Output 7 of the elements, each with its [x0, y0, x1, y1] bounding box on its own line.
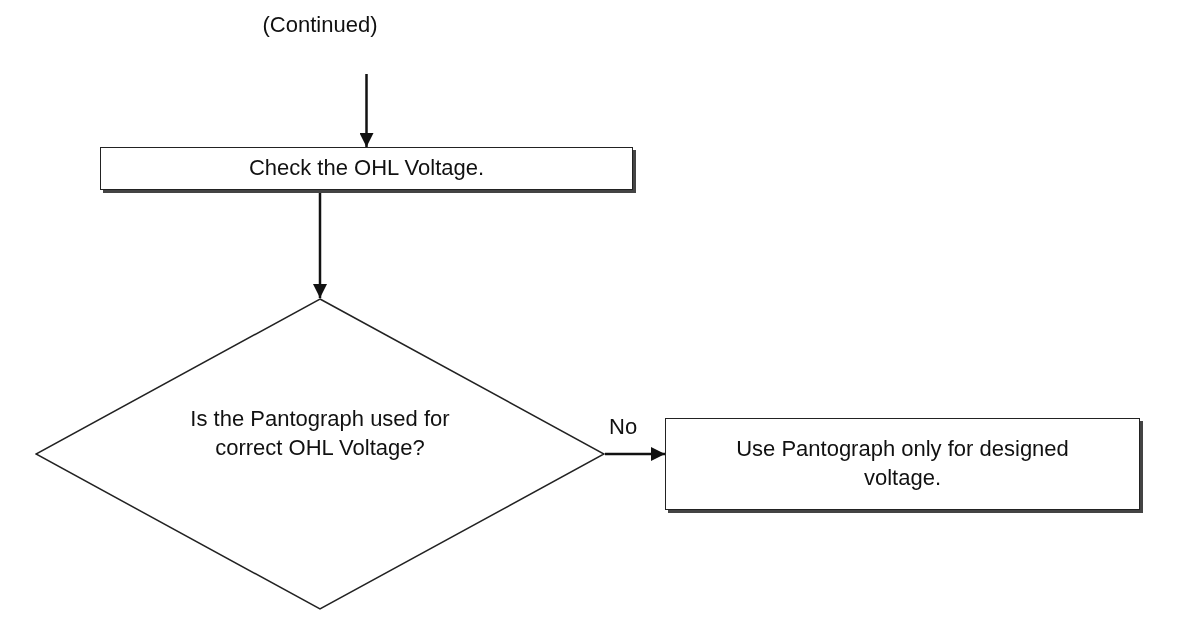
decision-diamond: Is the Pantograph used for correct OHL Voltage?	[35, 298, 605, 610]
arrow	[359, 74, 374, 147]
arrow	[313, 190, 327, 298]
process-box: Use Pantograph only for designed voltage.	[665, 418, 1140, 510]
arrow	[605, 447, 665, 461]
process-box: Check the OHL Voltage.	[100, 147, 633, 190]
flow-text: (Continued)	[250, 8, 390, 42]
